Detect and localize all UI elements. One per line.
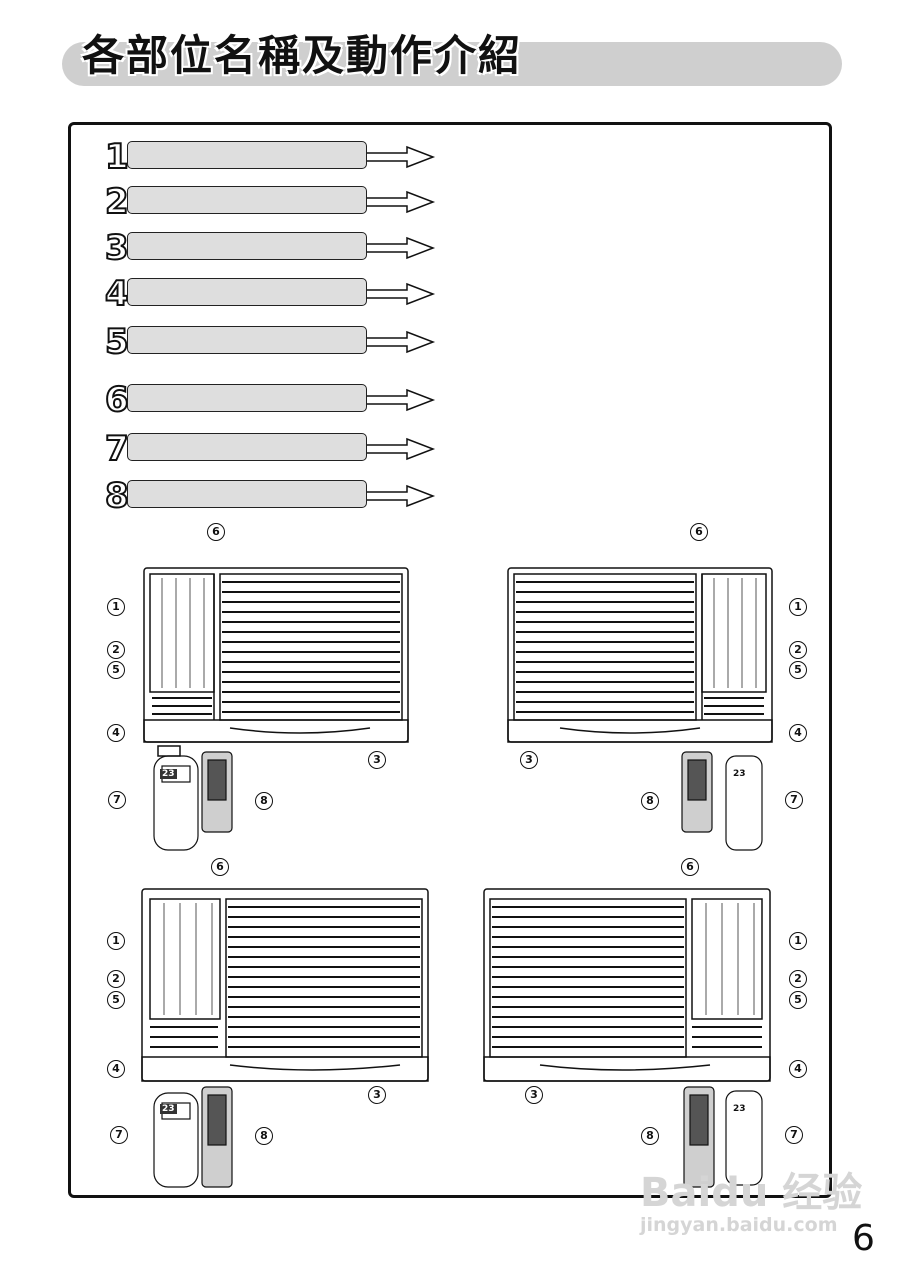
item-number: 3: [104, 227, 130, 269]
callout-7: 7: [110, 1126, 128, 1144]
callout-4: 4: [789, 1060, 807, 1078]
aircon-diagram-top-left: [143, 567, 409, 851]
callout-8: 8: [255, 1127, 273, 1145]
item-number: 2: [104, 181, 130, 223]
content-frame: [68, 122, 832, 1198]
arrow-icon: [367, 282, 436, 306]
callout-1: 1: [789, 598, 807, 616]
arrow-icon: [367, 437, 436, 461]
callout-5: 5: [107, 661, 125, 679]
callout-4: 4: [107, 1060, 125, 1078]
page-title: 各部位名稱及動作介紹: [82, 31, 523, 80]
callout-5: 5: [789, 991, 807, 1009]
item-label-box: [127, 278, 367, 306]
callout-8: 8: [641, 1127, 659, 1145]
callout-5: 5: [789, 661, 807, 679]
watermark-url: jingyan.baidu.com: [640, 1214, 838, 1236]
callout-6: 6: [681, 858, 699, 876]
callout-3: 3: [368, 751, 386, 769]
callout-5: 5: [107, 991, 125, 1009]
callout-7: 7: [785, 791, 803, 809]
watermark-logo-text: Baidu 经验: [640, 1170, 863, 1216]
arrow-icon: [367, 484, 436, 508]
aircon-diagram-bottom-left: [141, 888, 429, 1188]
aircon-diagram-top-right: [507, 567, 773, 851]
callout-1: 1: [107, 598, 125, 616]
remote-display: 23: [160, 769, 177, 779]
item-label-box: [127, 326, 367, 354]
callout-2: 2: [107, 970, 125, 988]
remote-display: 23: [733, 1104, 746, 1114]
aircon-diagram-bottom-right: [483, 888, 771, 1188]
callout-2: 2: [789, 970, 807, 988]
callout-6: 6: [207, 523, 225, 541]
arrow-icon: [367, 330, 436, 354]
callout-2: 2: [789, 641, 807, 659]
callout-1: 1: [107, 932, 125, 950]
page-number: 6: [852, 1218, 875, 1259]
title-bar: [62, 42, 842, 86]
callout-6: 6: [211, 858, 229, 876]
item-label-box: [127, 232, 367, 260]
item-number: 8: [104, 475, 130, 517]
callout-2: 2: [107, 641, 125, 659]
callout-4: 4: [107, 724, 125, 742]
arrow-icon: [367, 145, 436, 169]
item-label-box: [127, 186, 367, 214]
watermark: Baidu 经验 jingyan.baidu.com: [640, 1160, 862, 1236]
item-number: 6: [104, 379, 130, 421]
callout-7: 7: [785, 1126, 803, 1144]
item-number: 7: [104, 428, 130, 470]
callout-8: 8: [641, 792, 659, 810]
callout-3: 3: [520, 751, 538, 769]
arrow-icon: [367, 388, 436, 412]
arrow-icon: [367, 190, 436, 214]
callout-4: 4: [789, 724, 807, 742]
callout-6: 6: [690, 523, 708, 541]
item-label-box: [127, 433, 367, 461]
item-number: 1: [104, 136, 130, 178]
remote-display: 23: [160, 1104, 177, 1114]
item-label-box: [127, 480, 367, 508]
callout-7: 7: [108, 791, 126, 809]
remote-display: 23: [733, 769, 746, 779]
callout-1: 1: [789, 932, 807, 950]
callout-8: 8: [255, 792, 273, 810]
item-label-box: [127, 141, 367, 169]
item-label-box: [127, 384, 367, 412]
item-number: 5: [104, 321, 130, 363]
arrow-icon: [367, 236, 436, 260]
callout-3: 3: [368, 1086, 386, 1104]
item-number: 4: [104, 273, 130, 315]
callout-3: 3: [525, 1086, 543, 1104]
